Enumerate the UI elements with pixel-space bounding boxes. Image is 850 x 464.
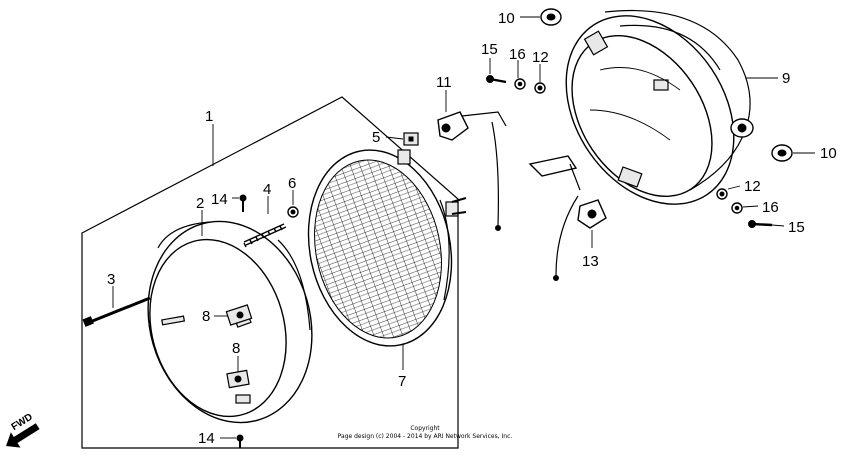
adjusting-screw: [82, 296, 151, 327]
bolt-15-lower: [748, 220, 773, 228]
callout-16b: 16: [762, 199, 779, 216]
grommet-lower: [771, 144, 793, 162]
callout-14b: 14: [198, 430, 215, 447]
headlight-case: [565, 9, 754, 205]
socket-wire-13: [528, 155, 607, 281]
copyright-line-1: Copyright: [410, 425, 440, 432]
callout-13: 13: [582, 253, 599, 270]
callout-16a: 16: [509, 46, 526, 63]
bolt-15-upper: [486, 75, 507, 84]
grommet-upper: [540, 8, 562, 26]
callout-1: 1: [205, 108, 213, 125]
washer-16-lower: [731, 202, 743, 214]
callout-5: 5: [372, 129, 380, 146]
callout-6: 6: [288, 175, 296, 192]
spring: [243, 223, 287, 248]
nut: [287, 206, 299, 218]
bracket-lower: [226, 369, 250, 389]
leader-15b: [771, 224, 785, 227]
leader-12b: [727, 185, 741, 190]
callout-10b: 10: [820, 145, 837, 162]
sealed-beam-unit: [307, 149, 467, 347]
callout-3: 3: [107, 271, 115, 288]
callout-15a: 15: [481, 41, 498, 58]
callout-9: 9: [782, 70, 790, 87]
callout-8a: 8: [202, 308, 210, 325]
nut-12-lower: [716, 188, 728, 200]
screw-14-lower: [236, 434, 244, 448]
callout-7: 7: [398, 373, 406, 390]
forward-direction-arrow: FWD: [6, 412, 40, 448]
callout-15b: 15: [788, 219, 805, 236]
leader-5: [385, 136, 404, 140]
socket-wire-11: [437, 111, 507, 231]
leader-16b: [742, 205, 759, 208]
assembly-outline: [81, 96, 459, 449]
callout-10a: 10: [498, 10, 515, 27]
washer-16-upper: [514, 78, 526, 90]
callout-8b: 8: [232, 340, 240, 357]
screw-14-upper: [239, 194, 247, 212]
callout-12b: 12: [744, 178, 761, 195]
nut-12-upper: [534, 82, 546, 94]
copyright-line-2: Page design (c) 2004 - 2014 by ARI Netwo…: [338, 433, 513, 440]
callout-11: 11: [436, 74, 452, 91]
bracket-clip: [403, 132, 419, 146]
bracket-upper: [225, 304, 253, 326]
callout-14a: 14: [211, 191, 228, 208]
callout-4: 4: [263, 181, 271, 198]
callout-12a: 12: [532, 49, 549, 66]
callout-2: 2: [196, 195, 204, 212]
